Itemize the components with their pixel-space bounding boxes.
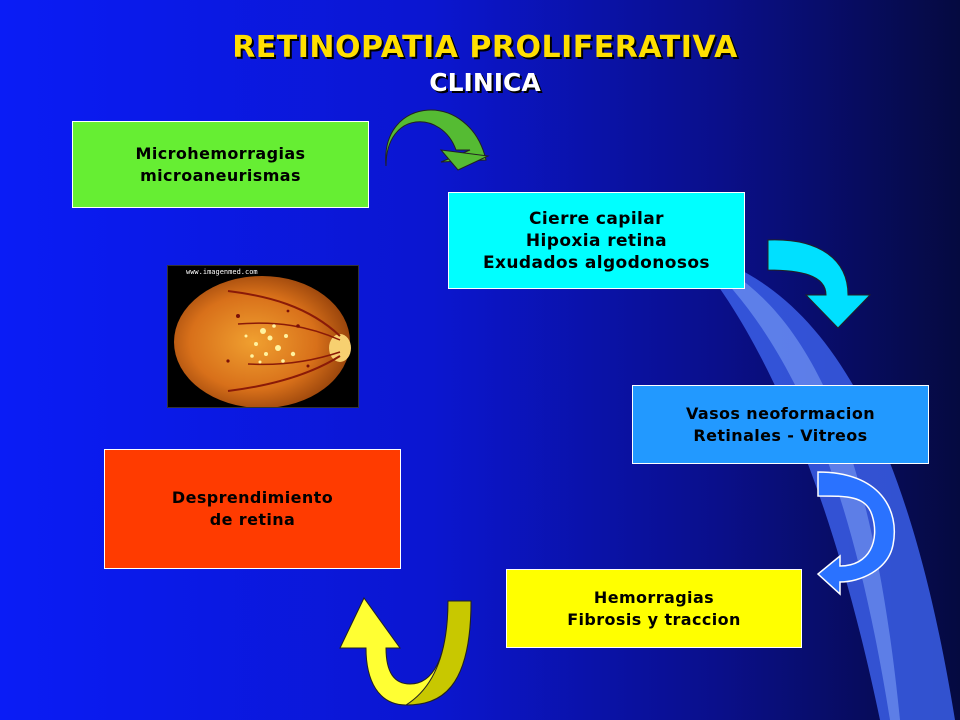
image-caption: www.imagenmed.com — [186, 268, 258, 276]
stage-box-hemorragias: Hemorragias Fibrosis y traccion — [506, 569, 802, 648]
curved-arrow-cyan — [767, 239, 872, 329]
stage-line: Desprendimiento — [171, 488, 334, 507]
curved-arrow-yellow — [339, 597, 472, 706]
stage-line: de retina — [209, 510, 296, 529]
fundus-photo-graphic — [168, 266, 358, 407]
slide-title: RETINOPATIA PROLIFERATIVA — [232, 30, 738, 65]
stage-line: Hemorragias — [593, 587, 715, 607]
stage-line: Vasos neoformacion — [685, 403, 875, 423]
stage-box-vasos-neoformacion: Vasos neoformacion Retinales - Vitreos — [632, 385, 929, 464]
retina-fundus-image: www.imagenmed.com — [167, 265, 359, 408]
stage-line: microaneurismas — [140, 165, 301, 185]
stage-line: Cierre capilar — [529, 208, 664, 229]
slide-subtitle: CLINICA — [429, 68, 541, 97]
stage-line: Fibrosis y traccion — [567, 609, 741, 629]
stage-line: Retinales - Vitreos — [693, 425, 868, 445]
stage-line: Hipoxia retina — [525, 230, 668, 251]
stage-line: Microhemorragias — [135, 143, 306, 163]
stage-box-microhemorragias: Microhemorragias microaneurismas — [72, 121, 369, 208]
stage-box-desprendimiento: Desprendimiento de retina — [104, 449, 401, 569]
curved-arrow-green — [385, 109, 490, 171]
stage-line: Exudados algodonosos — [483, 252, 710, 273]
curved-arrow-blue — [816, 471, 895, 596]
stage-box-cierre-capilar: Cierre capilar Hipoxia retina Exudados a… — [448, 192, 745, 289]
